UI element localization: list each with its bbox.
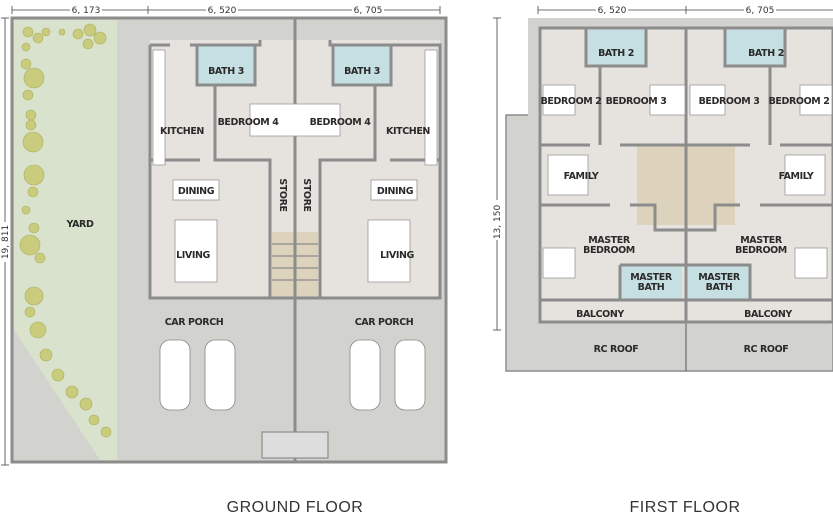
first-dimension-lines bbox=[493, 6, 833, 331]
room-label-car-porch-right: CAR PORCH bbox=[355, 317, 414, 328]
bath2-left-area bbox=[586, 30, 646, 66]
room-label-master-bath-left-2: BATH bbox=[638, 282, 665, 293]
room-label-kitchen-right: KITCHEN bbox=[386, 126, 430, 137]
room-label-bedroom2-left: BEDROOM 2 bbox=[541, 96, 602, 107]
room-label-car-porch-left: CAR PORCH bbox=[165, 317, 224, 328]
room-label-bath3-right: BATH 3 bbox=[344, 66, 380, 77]
first-floor-plan: 6, 520 6, 705 13, 150 bbox=[492, 4, 833, 514]
room-label-store-left: STORE bbox=[277, 178, 288, 211]
first-floor-title: FIRST FLOOR bbox=[630, 499, 741, 514]
room-label-master-bath-right-2: BATH bbox=[706, 282, 733, 293]
room-label-balcony-left: BALCONY bbox=[576, 309, 624, 320]
dimension-width-left-unit: 6, 520 bbox=[208, 6, 237, 16]
ground-walls bbox=[148, 18, 442, 462]
room-label-family-right: FAMILY bbox=[779, 171, 814, 182]
room-label-kitchen-left: KITCHEN bbox=[160, 126, 204, 137]
room-label-bath2-left: BATH 2 bbox=[598, 48, 634, 59]
yard-area bbox=[14, 20, 117, 460]
room-label-balcony-right: BALCONY bbox=[744, 309, 792, 320]
master-bath-left-area bbox=[620, 265, 682, 301]
room-label-living-right: LIVING bbox=[380, 250, 414, 261]
room-label-store-right: STORE bbox=[301, 178, 312, 211]
first-walls bbox=[538, 26, 833, 324]
room-label-bath2-right: BATH 2 bbox=[748, 48, 784, 59]
room-label-rc-roof-right: RC ROOF bbox=[744, 344, 789, 355]
room-label-dining-left: DINING bbox=[178, 186, 215, 197]
dimension-width-first-left: 6, 520 bbox=[598, 6, 627, 16]
ground-floor-title: GROUND FLOOR bbox=[227, 499, 364, 514]
room-label-master-bedroom-left-1: MASTER bbox=[588, 235, 631, 246]
room-label-bedroom4-right: BEDROOM 4 bbox=[310, 117, 372, 128]
bath2-right-area bbox=[725, 30, 785, 66]
room-label-master-bedroom-right-1: MASTER bbox=[740, 235, 783, 246]
ground-furniture bbox=[152, 49, 438, 283]
car-icons bbox=[159, 339, 426, 411]
first-furniture bbox=[542, 84, 833, 279]
dimension-width-right-unit: 6, 705 bbox=[354, 6, 383, 16]
room-label-yard: YARD bbox=[66, 219, 94, 230]
room-label-bath3-left: BATH 3 bbox=[208, 66, 244, 77]
master-bath-right-area bbox=[688, 265, 750, 301]
ground-floor-plan: 6, 173 6, 520 6, 705 19, 811 bbox=[0, 4, 448, 514]
dimension-depth-ground: 19, 811 bbox=[1, 225, 11, 259]
room-label-master-bedroom-left-2: BEDROOM bbox=[583, 245, 635, 256]
gate bbox=[261, 431, 329, 459]
room-label-master-bath-right-1: MASTER bbox=[698, 272, 741, 283]
room-label-living-left: LIVING bbox=[176, 250, 210, 261]
room-label-bedroom4-left: BEDROOM 4 bbox=[218, 117, 280, 128]
bath3-right-area bbox=[333, 45, 391, 85]
room-label-rc-roof-left: RC ROOF bbox=[594, 344, 639, 355]
room-label-bedroom3-right: BEDROOM 3 bbox=[699, 96, 760, 107]
room-label-master-bedroom-right-2: BEDROOM bbox=[735, 245, 787, 256]
bath3-left-area bbox=[197, 45, 255, 85]
tree-icons bbox=[19, 23, 112, 438]
room-label-bedroom3-left: BEDROOM 3 bbox=[606, 96, 667, 107]
dimension-depth-first: 13, 150 bbox=[493, 205, 503, 240]
dimension-width-first-right: 6, 705 bbox=[746, 6, 775, 16]
room-label-bedroom2-right: BEDROOM 2 bbox=[769, 96, 830, 107]
room-label-family-left: FAMILY bbox=[564, 171, 599, 182]
room-label-master-bath-left-1: MASTER bbox=[630, 272, 673, 283]
dimension-width-yard: 6, 173 bbox=[72, 6, 101, 16]
room-label-dining-right: DINING bbox=[377, 186, 414, 197]
